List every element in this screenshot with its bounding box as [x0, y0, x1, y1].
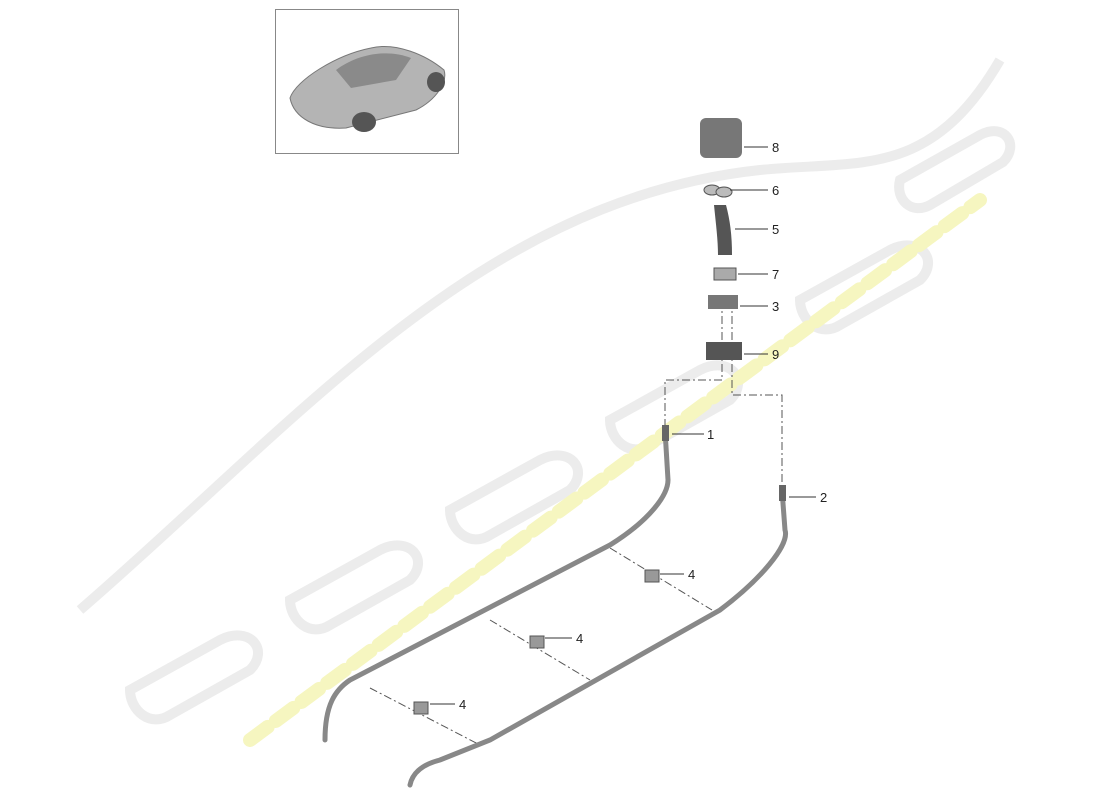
part-4 [413, 701, 429, 715]
coolant-pipe-1[interactable] [322, 427, 671, 743]
part-4 [529, 635, 545, 649]
part-4 [644, 569, 660, 583]
callout-4[interactable]: 4 [459, 697, 466, 712]
parts[interactable] [413, 118, 786, 715]
watermark-tagline-logo [243, 193, 987, 747]
callout-5[interactable]: 5 [772, 222, 779, 237]
callout-7[interactable]: 7 [772, 267, 779, 282]
callout-9[interactable]: 9 [772, 347, 779, 362]
vehicle-thumbnail [275, 9, 459, 154]
callout-2[interactable]: 2 [820, 490, 827, 505]
car-overview-icon [289, 46, 446, 132]
part-9 [706, 342, 742, 360]
part-7 [713, 267, 737, 281]
part-3 [708, 295, 738, 309]
callout-4[interactable]: 4 [688, 567, 695, 582]
callout-4[interactable]: 4 [576, 631, 583, 646]
callout-8[interactable]: 8 [772, 140, 779, 155]
callout-1[interactable]: 1 [707, 427, 714, 442]
part-5 [714, 205, 732, 255]
coolant-pipe-2[interactable] [407, 487, 788, 788]
part-8 [700, 118, 742, 158]
callout-3[interactable]: 3 [772, 299, 779, 314]
callout-6[interactable]: 6 [772, 183, 779, 198]
